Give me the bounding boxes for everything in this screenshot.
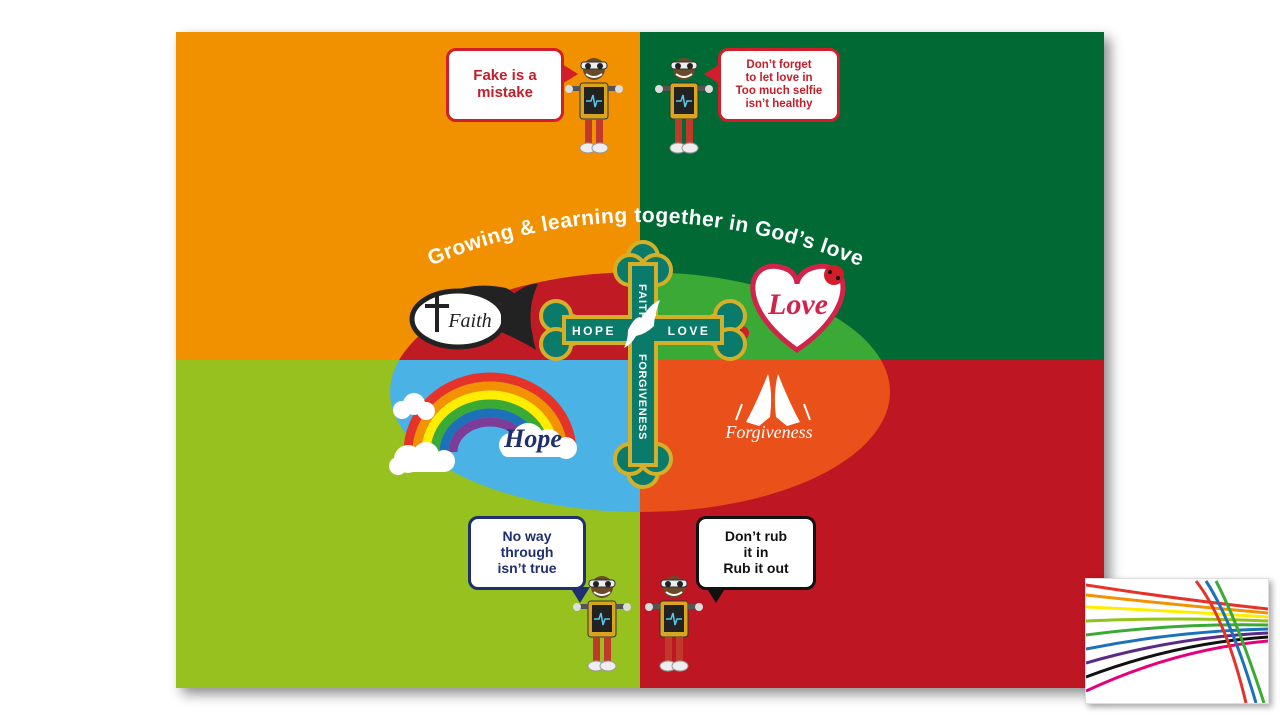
bubble-bottom-left: No way through isn’t true: [468, 516, 586, 590]
braided-strings-art: [1086, 580, 1268, 703]
bubble-line: No way: [502, 528, 552, 545]
cross-top-word: FAITH: [636, 284, 648, 321]
dove-icon: [624, 300, 660, 348]
faith-label: Faith: [447, 310, 491, 332]
bubble-line: to let love in: [745, 72, 813, 85]
bubble-tail: [570, 587, 590, 603]
braided-strings-photo: [1085, 578, 1269, 704]
bubble-tail: [706, 587, 726, 603]
bubble-tail: [562, 64, 578, 84]
bubble-line: it in: [743, 544, 769, 561]
poster-art: Growing & learning together in God’s lov…: [176, 32, 1104, 688]
bubble-line: isn’t true: [497, 559, 557, 576]
bubble-line: mistake: [477, 84, 533, 101]
bubble-bottom-right: Don’t rub it in Rub it out: [696, 516, 816, 590]
bubble-top-left: Fake is a mistake: [446, 48, 564, 122]
bubble-line: Too much selfie: [735, 85, 823, 97]
forgiveness-label: Forgiveness: [724, 422, 812, 442]
bubble-line: Don’t rub: [724, 528, 788, 545]
cross-emblem: [539, 240, 747, 489]
bubble-top-right: Don’t forget to let love in Too much sel…: [718, 48, 840, 122]
bubble-line: isn’t healthy: [745, 97, 813, 110]
cross-bottom-word: FORGIVENESS: [636, 354, 648, 440]
bubble-line: Rub it out: [723, 559, 789, 576]
cross-left-word: HOPE: [572, 324, 616, 338]
heart-icon: [750, 263, 846, 354]
poster: Growing & learning together in God’s lov…: [176, 32, 1104, 688]
rainbow-icon: [389, 372, 577, 475]
praying-hands-icon: [735, 374, 811, 426]
cross-right-word: LOVE: [668, 324, 711, 338]
bubble-line: Don’t forget: [746, 59, 812, 72]
bubble-tail: [704, 64, 720, 84]
bubble-line: Fake is a: [473, 67, 537, 85]
bubble-line: through: [500, 544, 554, 561]
love-label: Love: [767, 288, 828, 321]
ichthys-fish-icon: [409, 283, 538, 350]
hope-label: Hope: [503, 424, 562, 453]
